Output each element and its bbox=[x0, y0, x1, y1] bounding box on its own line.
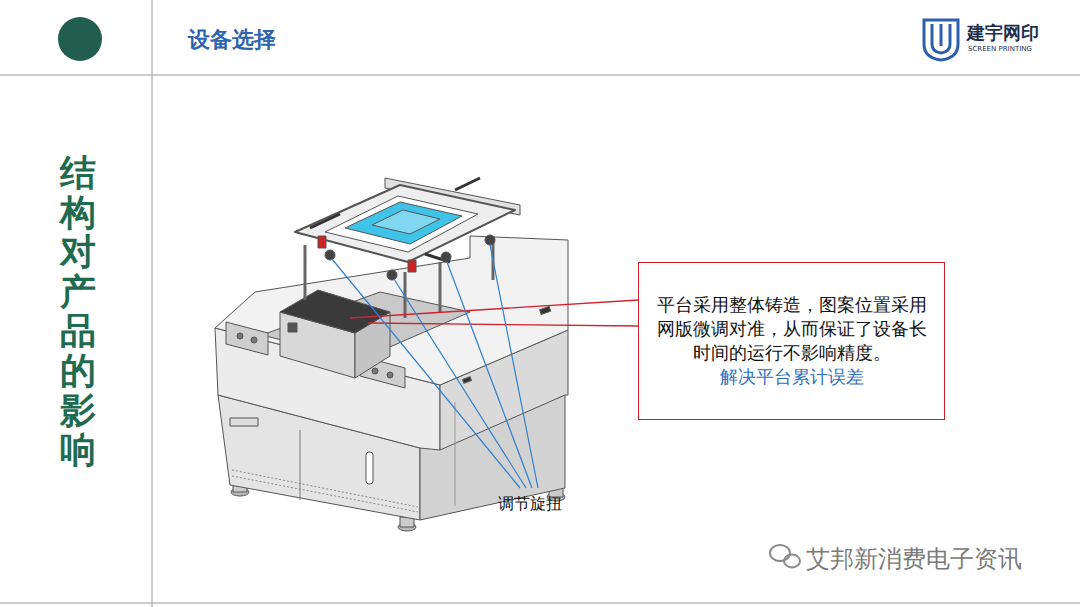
logo-subtitle: SCREEN PRINTING bbox=[968, 45, 1032, 53]
screen-frame-inner bbox=[325, 196, 478, 252]
frame-post bbox=[439, 262, 442, 312]
clamp-handle bbox=[455, 178, 480, 190]
control-panel bbox=[226, 322, 268, 355]
leader-line bbox=[447, 262, 532, 488]
logo-text: 建宇网印 bbox=[967, 21, 1039, 45]
panel-button bbox=[372, 368, 378, 374]
platform-top bbox=[280, 290, 390, 333]
panel-button bbox=[237, 333, 243, 339]
watermark: 艾邦新消费电子资讯 bbox=[806, 543, 1022, 575]
screen-mesh bbox=[345, 202, 462, 244]
panel-button bbox=[387, 372, 393, 378]
panel-button bbox=[251, 337, 257, 343]
wechat-icon bbox=[770, 545, 800, 568]
side-seam bbox=[455, 402, 456, 506]
frame-clip bbox=[318, 236, 326, 248]
frame-post bbox=[304, 245, 307, 300]
side-slot bbox=[463, 377, 472, 383]
callout-emphasis: 解决平台累计误差 bbox=[654, 365, 929, 389]
header-dot bbox=[58, 17, 102, 61]
header-rule bbox=[0, 75, 1080, 76]
section-heading: 结构对产品的影响 bbox=[60, 153, 96, 470]
platform-switch bbox=[288, 323, 297, 332]
name-plate bbox=[230, 418, 258, 426]
vent bbox=[232, 476, 418, 512]
callout-text: 平台采用整体铸造，图案位置采用网版微调对准，从而保证了设备长时间的运行不影响精度… bbox=[654, 293, 929, 365]
adjust-knob bbox=[441, 252, 451, 262]
leader-line bbox=[350, 300, 638, 318]
vent bbox=[232, 470, 418, 507]
leader-line bbox=[490, 245, 538, 488]
screen-pattern bbox=[372, 210, 440, 234]
door-handle bbox=[366, 452, 373, 484]
leader-line bbox=[332, 259, 520, 488]
printing-machine bbox=[215, 178, 568, 531]
frame-clip bbox=[408, 260, 416, 272]
leader-line bbox=[368, 323, 638, 326]
adjust-knob bbox=[485, 235, 495, 245]
side-rule bbox=[152, 0, 153, 607]
logo-icon bbox=[924, 20, 958, 60]
adjust-knob bbox=[387, 270, 397, 280]
clamp-handle bbox=[310, 214, 340, 228]
leader-line bbox=[394, 279, 526, 488]
screen-frame bbox=[295, 185, 515, 262]
slide-title: 设备选择 bbox=[188, 25, 276, 55]
part-label: 调节旋扭 bbox=[498, 494, 562, 515]
adjust-knob bbox=[325, 250, 335, 260]
callout-box: 平台采用整体铸造，图案位置采用网版微调对准，从而保证了设备长时间的运行不影响精度… bbox=[638, 262, 945, 420]
footer-rule bbox=[0, 603, 1080, 604]
side-slot bbox=[540, 306, 551, 314]
